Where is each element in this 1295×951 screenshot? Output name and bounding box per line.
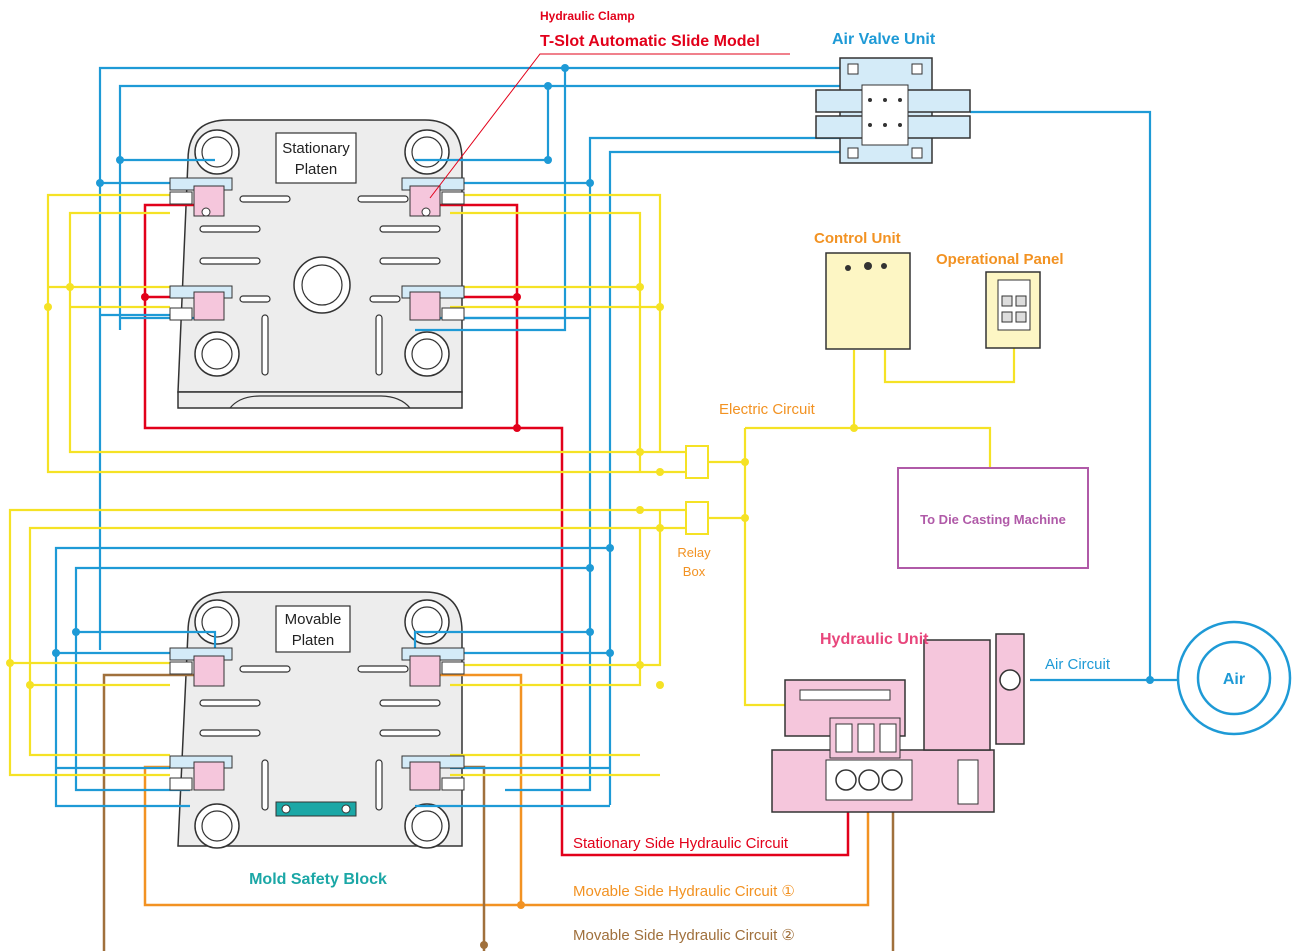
air-source-label: Air <box>1223 671 1245 688</box>
clamp-leader-line <box>429 53 790 199</box>
relay-box-label-2: Box <box>683 564 706 579</box>
electric-circuit-label: Electric Circuit <box>719 401 816 418</box>
hydraulic-unit-label: Hydraulic Unit <box>820 631 929 648</box>
stationary-hydraulic-label: Stationary Side Hydraulic Circuit <box>573 835 789 852</box>
air-valve-unit <box>815 57 971 164</box>
electric-junctions <box>6 283 858 689</box>
air-junctions <box>52 64 1154 684</box>
stationary-platen-label-2: Platen <box>295 161 338 178</box>
air-lines <box>54 66 1180 808</box>
relay-box-upper <box>685 445 709 479</box>
movable-platen-label-1: Movable <box>285 611 342 628</box>
to-die-casting-label: To Die Casting Machine <box>920 512 1066 527</box>
mold-safety-block-label: Mold Safety Block <box>249 871 387 888</box>
hydraulic-unit <box>771 639 995 813</box>
movable-hydraulic-2-label: Movable Side Hydraulic Circuit ② <box>573 927 795 944</box>
movable-2-junction <box>480 941 488 949</box>
stationary-platen <box>177 119 463 409</box>
relay-box-label-1: Relay <box>677 545 711 560</box>
stationary-hydraulic-junctions <box>141 293 521 432</box>
movable-platen-label-2: Platen <box>292 632 335 649</box>
hydraulic-clamps <box>169 177 465 791</box>
die-casting-machine-box <box>897 467 1089 569</box>
control-unit-label: Control Unit <box>814 230 901 247</box>
relay-box-lower <box>685 501 709 535</box>
operational-panel-label: Operational Panel <box>936 251 1064 268</box>
air-valve-unit-label: Air Valve Unit <box>832 31 936 48</box>
air-filter-regulator <box>995 633 1025 745</box>
air-source <box>1176 620 1292 736</box>
stationary-platen-label-1: Stationary <box>282 140 350 157</box>
movable-1-junction <box>517 901 525 909</box>
clamp-small-label: Hydraulic Clamp <box>540 9 635 23</box>
mold-safety-block <box>275 801 357 817</box>
clamp-model-label: T-Slot Automatic Slide Model <box>540 33 760 50</box>
air-circuit-label: Air Circuit <box>1045 656 1111 673</box>
control-unit <box>825 252 911 350</box>
movable-hydraulic-1-label: Movable Side Hydraulic Circuit ① <box>573 883 795 900</box>
movable-platen <box>177 591 463 849</box>
operational-panel <box>985 271 1041 349</box>
